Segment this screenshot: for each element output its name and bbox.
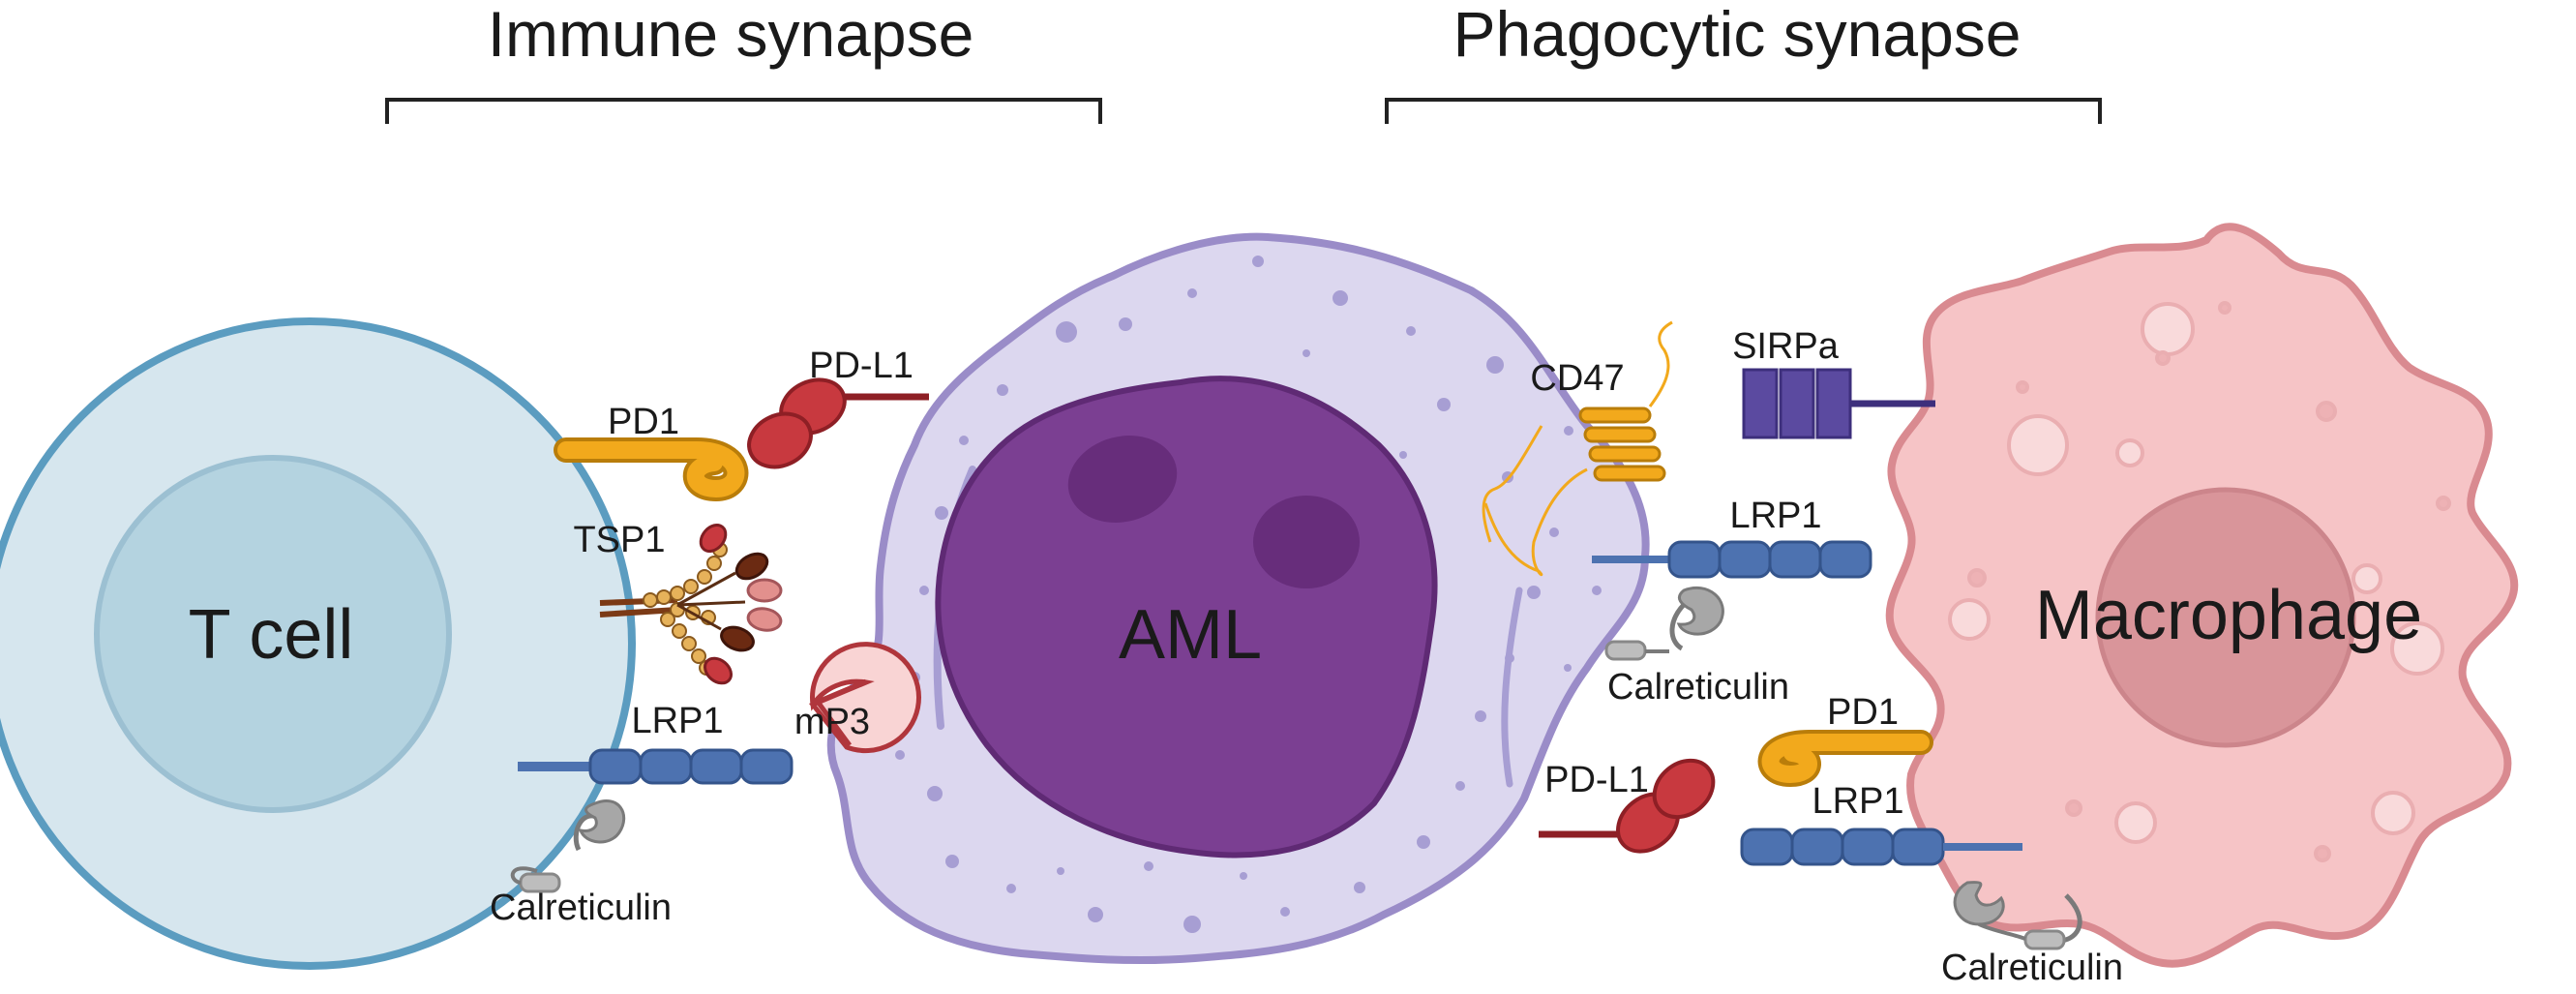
calreticulin-aml — [1604, 586, 1724, 661]
calreticulin-label-macrophage: Calreticulin — [1941, 948, 2123, 988]
lrp1-label-macrophage: LRP1 — [1812, 781, 1903, 822]
pd1-receptor-tcell — [554, 437, 749, 501]
t-cell-nucleus — [94, 455, 452, 813]
phagocytic-synapse-header: Phagocytic synapse — [1453, 0, 2021, 70]
aml-label: AML — [1119, 596, 1262, 674]
aml-er-membrane-right — [1501, 587, 1523, 788]
pd1-receptor-macrophage — [1757, 730, 1933, 787]
tsp1-molecule — [599, 524, 783, 685]
macrophage-label: Macrophage — [2035, 577, 2422, 654]
aml-granules — [895, 256, 1602, 933]
mp3-molecule — [808, 642, 921, 754]
macrophage-vesicles — [1948, 301, 2451, 862]
calreticulin-label-tcell: Calreticulin — [490, 888, 672, 928]
mp3-label: mP3 — [794, 702, 870, 742]
lrp1-receptor-tcell — [518, 748, 794, 785]
pdl1-ligand-top — [747, 377, 929, 469]
lrp1-receptor-macrophage — [1740, 828, 2022, 866]
sirpa-receptor — [1742, 368, 1935, 439]
cd47-receptor — [1482, 320, 1673, 577]
sirpa-label: SIRPa — [1732, 326, 1840, 367]
lrp1-label-aml: LRP1 — [1729, 496, 1821, 536]
cd47-label: CD47 — [1530, 358, 1624, 399]
macrophage-cell: Macrophage — [1885, 223, 2519, 968]
lrp1-label-tcell: LRP1 — [631, 701, 723, 741]
tsp1-label: TSP1 — [573, 520, 665, 560]
aml-cell: AML — [826, 232, 1650, 965]
aml-nucleolus-2 — [1253, 496, 1360, 588]
pd1-label-tcell: PD1 — [608, 402, 679, 442]
immune-synapse-bracket — [385, 98, 1102, 124]
immune-synapse-header: Immune synapse — [488, 0, 974, 70]
lrp1-receptor-aml — [1592, 540, 1872, 579]
pdl1-ligand-bottom — [1539, 758, 1716, 854]
aml-nucleolus-1 — [1067, 436, 1178, 523]
macrophage-nucleus — [2095, 487, 2356, 748]
calreticulin-macrophage — [1953, 881, 2082, 950]
pd1-label-macrophage: PD1 — [1827, 692, 1899, 733]
pdl1-label-bottom: PD-L1 — [1544, 760, 1649, 800]
calreticulin-tcell — [510, 799, 626, 893]
calreticulin-label-aml: Calreticulin — [1607, 667, 1789, 708]
pdl1-label-top: PD-L1 — [809, 346, 914, 386]
phagocytic-synapse-bracket — [1385, 98, 2102, 124]
t-cell: T cell — [0, 317, 636, 970]
t-cell-label: T cell — [189, 596, 354, 674]
